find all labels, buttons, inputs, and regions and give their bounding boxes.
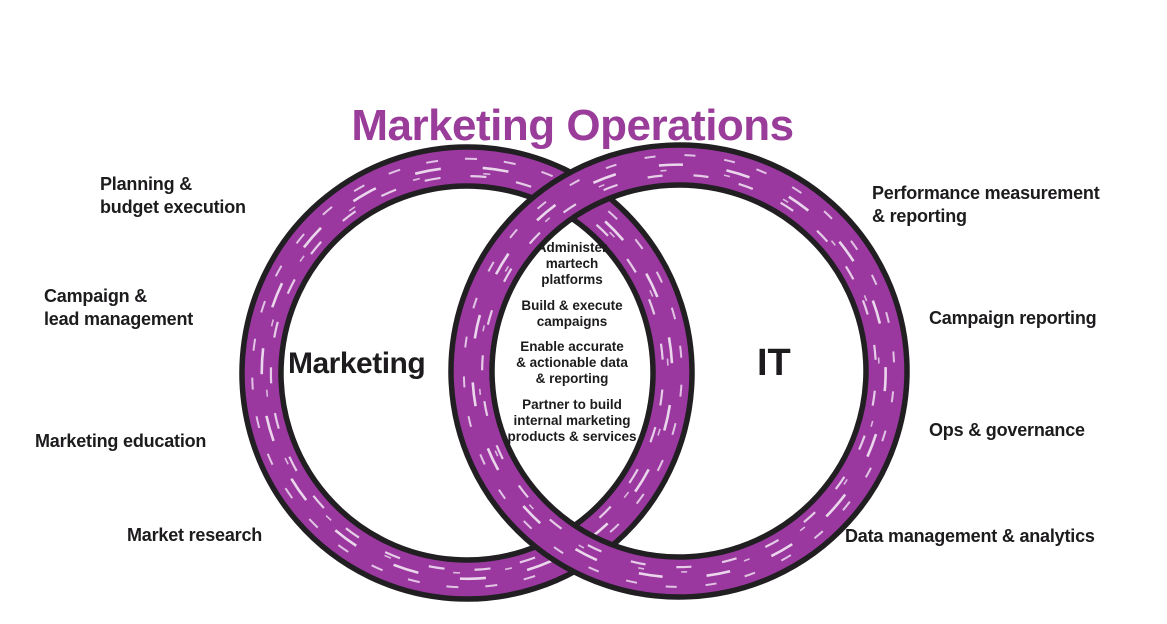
left-label-marketing-education: Marketing education — [35, 431, 207, 451]
right-label-data-management-analytics: Data management & analytics — [845, 526, 1095, 546]
marketing-circle — [239, 144, 695, 602]
left-label-planning-budget-execution: Planning & budget execution — [100, 174, 246, 217]
overlap-item-administer-martech-platforms: Administer martech platforms — [536, 240, 608, 288]
overlap-item-enable-accurate-actionable-data: Enable accurate & actionable data & repo… — [516, 338, 628, 387]
right-label-campaign-reporting: Campaign reporting — [929, 308, 1097, 328]
overlap-item-partner-internal-marketing-products: Partner to build internal marketing prod… — [507, 396, 637, 444]
overlap-item-build-execute-campaigns: Build & execute campaigns — [521, 297, 623, 329]
it-circle — [448, 142, 910, 600]
page-title: Marketing Operations — [351, 101, 794, 151]
left-label-campaign-lead-management: Campaign & lead management — [44, 286, 194, 329]
right-label-performance-measurement-reporting: Performance measurement & reporting — [872, 183, 1100, 226]
right-label-ops-governance: Ops & governance — [929, 420, 1085, 440]
marketing-circle-label: Marketing — [288, 347, 426, 380]
left-label-market-research: Market research — [127, 525, 263, 545]
overlap-items: Administer martech platforms Build & exe… — [492, 240, 652, 445]
it-circle-label: IT — [757, 342, 791, 384]
